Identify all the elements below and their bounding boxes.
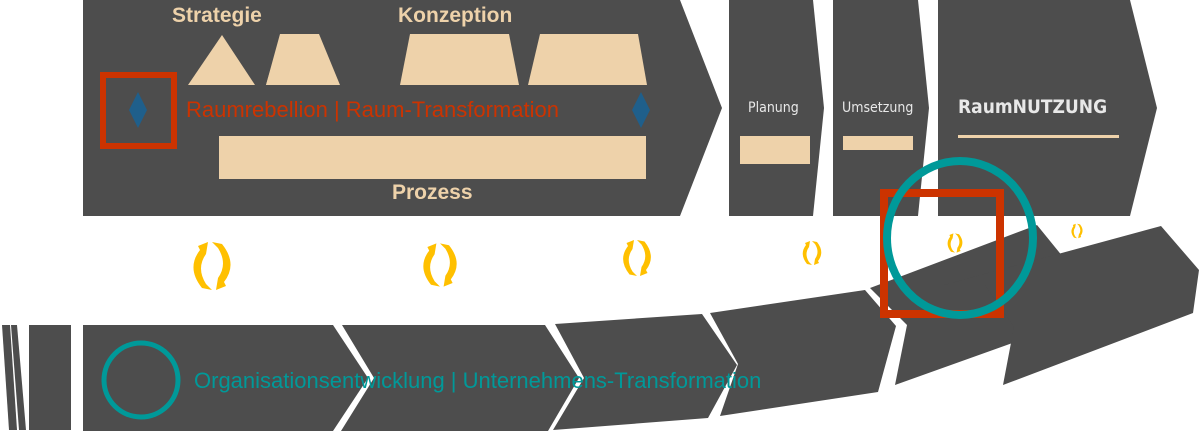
bottom-stripe: [2, 325, 17, 430]
raumnutzung-chevron: [938, 0, 1157, 216]
trapezoid-b: [400, 34, 519, 85]
cycle-arrows-icon: [947, 233, 963, 253]
umsetzung-label: Umsetzung: [842, 100, 914, 116]
trapezoid-c: [528, 34, 647, 85]
organisation-transformation-title: Organisationsentwicklung | Unternehmens-…: [194, 368, 762, 393]
bottom-block: [29, 325, 71, 430]
strategie-triangle: [188, 35, 255, 85]
strategie-label: Strategie: [172, 4, 262, 27]
prozess-bar: [219, 136, 646, 179]
trapezoid-a: [266, 34, 329, 85]
bottom-chevron-3: [553, 314, 737, 430]
diamond-icon: [129, 92, 147, 128]
diamond-icon: [632, 92, 650, 128]
prozess-label: Prozess: [392, 181, 473, 204]
cycle-arrows-icon: [802, 241, 822, 265]
square-frame-icon: [100, 72, 177, 149]
raumnutzung-label: RaumNUTZUNG: [958, 96, 1108, 118]
bottom-stripe: [11, 325, 26, 430]
raum-transformation-title: Raumrebellion | Raum-Transformation: [186, 97, 559, 122]
cycle-arrows-icon: [1071, 223, 1083, 239]
umsetzung-bar: [843, 136, 913, 150]
bottom-chevron-2: [341, 325, 579, 431]
cycle-arrows-icon: [623, 240, 651, 276]
bottom-chevron-4: [710, 290, 896, 416]
cycle-arrows-icon: [193, 242, 231, 290]
konzeption-label: Konzeption: [398, 4, 513, 27]
planung-bar: [740, 136, 810, 164]
bottom-chevron-1: [83, 325, 368, 431]
raumnutzung-underline: [958, 135, 1119, 138]
cycle-arrows-icon: [423, 243, 457, 287]
circle-frame-icon: [883, 157, 1037, 319]
bottom-chevron-last: [944, 226, 1199, 385]
umsetzung-chevron: [833, 0, 929, 216]
circle-frame-icon: [101, 340, 181, 420]
planung-label: Planung: [748, 100, 799, 116]
